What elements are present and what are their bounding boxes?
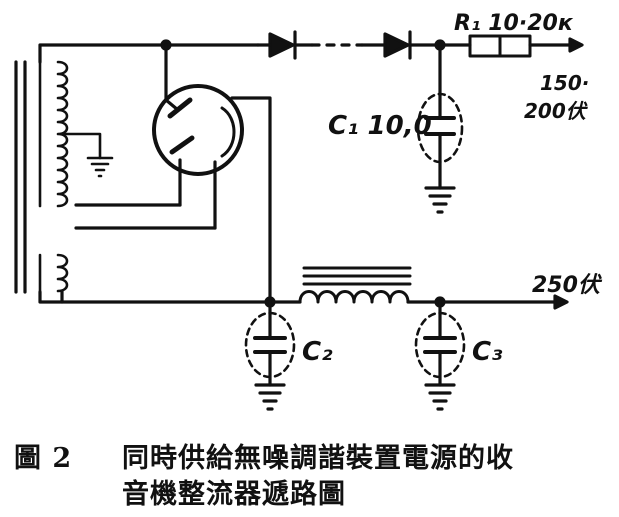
caption-line-2: 音機整流器遞路圖 [122,479,346,510]
capacitor-c1 [416,43,464,214]
transformer-secondary-coil [38,60,69,208]
label-c3: C₃ [472,337,503,367]
caption-line-1: 同時供給無噪調諧裝置電源的收 [122,443,514,474]
diode-2 [360,30,412,60]
label-c1: C₁ 10,0 [328,111,432,141]
label-output-top-1: 150· [540,71,589,95]
label-output-top-2: 200伏 [524,99,589,123]
diode-1 [256,30,314,60]
figure-number: 圖 2 [14,443,73,474]
transformer-core [14,60,27,294]
tube-output-wire [38,96,272,304]
capacitor-c2 [244,300,296,411]
label-r1: R₁ 10·20к [454,11,574,36]
transformer-heater-coil [38,253,69,294]
resistor-r1 [468,34,584,58]
filter-choke [268,266,569,310]
centre-tap-ground [60,132,114,178]
label-output-bottom: 250伏 [532,273,603,298]
rectifier-tube [74,43,244,230]
label-c2: C₂ [302,337,333,367]
capacitor-c3 [414,300,466,411]
